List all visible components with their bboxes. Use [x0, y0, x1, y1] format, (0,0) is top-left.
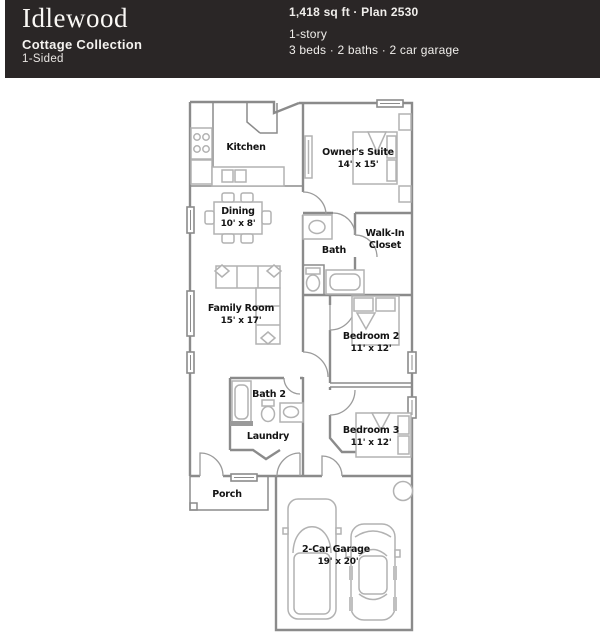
truck [287, 498, 337, 620]
nightstand [398, 113, 412, 131]
room-label-kitchen: Kitchen [226, 142, 266, 153]
fridge-icon [190, 159, 213, 185]
room-label-bath2: Bath 2 [252, 389, 286, 400]
plan-area: 1,418 sq ft · Plan 2530 [289, 5, 419, 19]
plan-sided: 1-Sided [22, 53, 64, 65]
room-dims-bedroom2: 11' x 12' [351, 344, 392, 354]
room-dims-owners-suite: 14' x 15' [338, 160, 379, 170]
room-dims-bedroom3: 11' x 12' [351, 438, 392, 448]
room-label-bath: Bath [322, 245, 347, 256]
front-door-swing [199, 452, 224, 477]
room-dims-dining: 10' x 8' [221, 219, 256, 229]
label-layer: Kitchen Dining 10' x 8' Owner's Suite 14… [208, 142, 405, 567]
bath2-door-swing [283, 377, 301, 395]
room-label-garage: 2-Car Garage [302, 544, 370, 555]
garage-door-swing [321, 455, 343, 477]
toilet2-icon [261, 399, 275, 407]
suite-window [376, 99, 404, 108]
hallway-entry-swing [302, 351, 329, 378]
plan-stories: 1-story [289, 27, 328, 41]
room-label-walkin-2: Closet [369, 240, 402, 251]
hall-door-swing [276, 452, 301, 477]
nightstand [398, 185, 412, 203]
toilet-icon [305, 267, 321, 275]
bedroom3-door-swing [329, 389, 356, 416]
wall-layer [188, 100, 414, 632]
plan-title: Idlewood [22, 3, 128, 33]
sofa [215, 265, 281, 289]
plan-beds-baths: 3 beds · 2 baths · 2 car garage [289, 43, 460, 57]
plan-collection: Cottage Collection [22, 37, 143, 52]
room-label-walkin-1: Walk-In [366, 228, 405, 239]
foyer-window [186, 351, 195, 374]
room-label-family-room: Family Room [208, 303, 275, 314]
bedroom3-window [407, 396, 417, 419]
room-dims-garage: 19' x 20' [318, 557, 359, 567]
porch-window [230, 473, 258, 482]
room-label-dining: Dining [221, 206, 255, 217]
car [350, 523, 396, 621]
stove-icon [190, 127, 213, 160]
furniture-layer [190, 113, 414, 621]
room-label-owners-suite: Owner's Suite [322, 147, 394, 158]
dining-window [186, 206, 195, 234]
room-label-bedroom2: Bedroom 2 [343, 331, 399, 342]
suite-door-swing [302, 191, 327, 216]
room-label-bedroom3: Bedroom 3 [343, 425, 399, 436]
bath-door-swing [332, 212, 356, 236]
kitchen-sink [221, 169, 234, 183]
room-label-laundry: Laundry [247, 431, 290, 442]
bath-vanity [302, 214, 333, 240]
room-dims-family-room: 15' x 17' [221, 316, 262, 326]
closet-door-swing [354, 234, 378, 258]
family-room-window [186, 290, 195, 337]
plan-header: Idlewood Cottage Collection 1-Sided 1,41… [5, 0, 600, 78]
room-label-porch: Porch [212, 489, 242, 500]
water-heater [392, 480, 414, 502]
bedroom2-window [407, 351, 417, 374]
window-layer [186, 99, 417, 482]
